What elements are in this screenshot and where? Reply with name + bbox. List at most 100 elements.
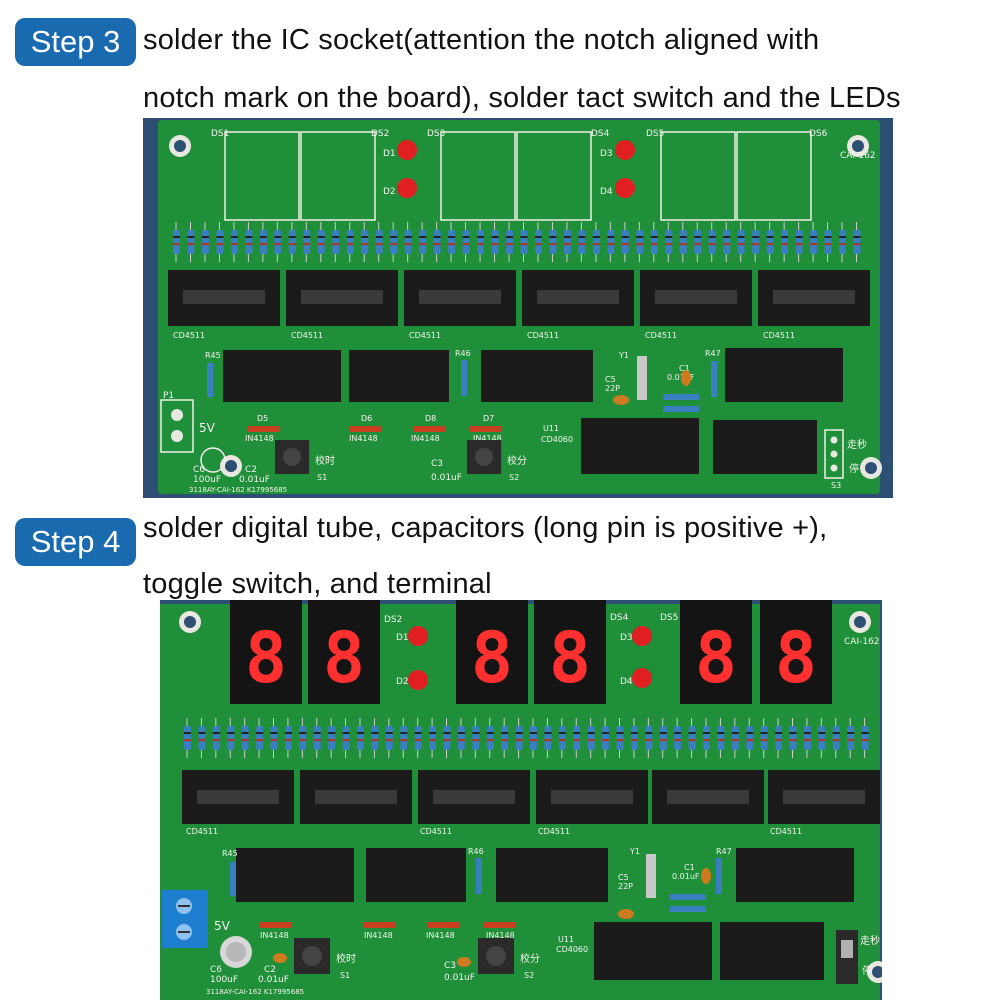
c3-value-2: 0.01uF: [444, 973, 475, 983]
resistor: [216, 222, 224, 262]
d7-part: IN4148: [473, 434, 502, 443]
c2-value-2: 0.01uF: [258, 975, 289, 985]
resistor: [404, 222, 412, 262]
chip-labels-2: CD4511 CD4511 CD4511 CD4511: [186, 827, 802, 836]
display-labels-2: DS2 DS4 DS5 CAI-162: [384, 613, 880, 647]
ds4-label: DS4: [591, 129, 610, 139]
ds6-label: DS6: [809, 129, 828, 139]
leds-2: [408, 626, 652, 690]
resistor-row-2: [184, 718, 869, 758]
seven-segment-digit: 8: [323, 617, 365, 699]
resistor: [752, 222, 760, 262]
tact-switches-2: [294, 938, 514, 974]
d6-label: D6: [361, 414, 372, 423]
resistor: [288, 222, 296, 262]
s1-label: S1: [317, 473, 327, 482]
ic-sockets-middle: [223, 348, 843, 474]
resistor: [847, 718, 855, 758]
d3-label: D3: [600, 149, 613, 159]
resistor: [230, 222, 238, 262]
seven-segment-display: 8: [760, 600, 832, 704]
d2-label-2: D2: [396, 677, 409, 687]
d5-label: D5: [257, 414, 268, 423]
step-3-text-line2: notch mark on the board), solder tact sw…: [143, 82, 901, 114]
resistor: [737, 222, 745, 262]
power-footprint: [160, 399, 226, 473]
d7-label: D7: [483, 414, 494, 423]
toggle-switch: [836, 930, 858, 984]
u1-label-2: CD4511: [186, 827, 218, 836]
resistor: [674, 718, 682, 758]
resistor: [621, 222, 629, 262]
u6-label-2: CD4511: [770, 827, 802, 836]
d4-label: D4: [600, 187, 613, 197]
u4-label-2: CD4511: [538, 827, 570, 836]
seven-segment-display: 8: [456, 600, 528, 704]
c3-value: 0.01uF: [431, 473, 462, 483]
resistor: [472, 718, 480, 758]
display-footprints: [224, 131, 812, 221]
resistor: [361, 222, 369, 262]
resistor: [187, 222, 195, 262]
d5-part-2: IN4148: [260, 931, 289, 940]
resistor: [803, 718, 811, 758]
ic-sockets-middle-2: [236, 848, 854, 980]
resistor: [390, 222, 398, 262]
run-label: 走秒: [847, 438, 867, 451]
u11-label: U11: [543, 424, 559, 433]
resistor: [462, 222, 470, 262]
c3-label-2: C3: [444, 961, 456, 971]
u4-label: CD4511: [527, 331, 559, 340]
seven-segment-digit: 8: [471, 617, 513, 699]
step-4-badge: Step 4: [15, 518, 136, 566]
resistor: [602, 718, 610, 758]
resistor: [173, 222, 180, 262]
d8-part-2: IN4148: [426, 931, 455, 940]
d8-part: IN4148: [411, 434, 440, 443]
seven-segment-digit: 8: [775, 617, 817, 699]
c1-value: 0.01uF: [667, 373, 695, 382]
resistor: [357, 718, 364, 758]
ds3-label: DS3: [427, 129, 445, 139]
resistor: [414, 718, 422, 758]
resistor: [448, 222, 456, 262]
resistor: [270, 718, 278, 758]
resistor: [284, 718, 292, 758]
resistor: [694, 222, 702, 262]
diode-labels: D5 D6 D8 D7 IN4148 IN4148 IN4148 IN4148: [245, 414, 502, 443]
resistor: [781, 222, 789, 262]
cd4060-label: CD4060: [541, 435, 573, 444]
resistor: [501, 718, 509, 758]
step-3-pcb-photo: DS1 DS2 DS3 DS4 DS5 DS6 CAI-162 D1 D2 D3…: [143, 118, 893, 498]
resistor: [665, 222, 673, 262]
s2-label: S2: [509, 473, 519, 482]
resistor: [679, 222, 687, 262]
resistor: [400, 718, 408, 758]
resistor: [491, 222, 499, 262]
d1-label: D1: [383, 149, 396, 159]
resistor: [587, 718, 595, 758]
y1-label: Y1: [618, 351, 629, 360]
r45-label: R45: [205, 351, 221, 360]
resistor: [688, 718, 696, 758]
u6-label: CD4511: [763, 331, 795, 340]
resistor: [328, 718, 336, 758]
resistor: [506, 222, 514, 262]
seven-segment-display: 8: [680, 600, 752, 704]
resistor: [371, 718, 379, 758]
u3-label-2: CD4511: [420, 827, 452, 836]
r46-label: R46: [455, 349, 471, 358]
set-hour-label: 校时: [315, 454, 335, 467]
resistor: [818, 718, 826, 758]
resistor: [731, 718, 739, 758]
resistor: [578, 222, 586, 262]
resistor: [861, 718, 869, 758]
resistor: [832, 718, 840, 758]
resistor: [515, 718, 523, 758]
step-3-badge: Step 3: [15, 18, 136, 66]
resistor: [486, 718, 494, 758]
d2-label: D2: [383, 187, 396, 197]
resistor: [544, 718, 552, 758]
